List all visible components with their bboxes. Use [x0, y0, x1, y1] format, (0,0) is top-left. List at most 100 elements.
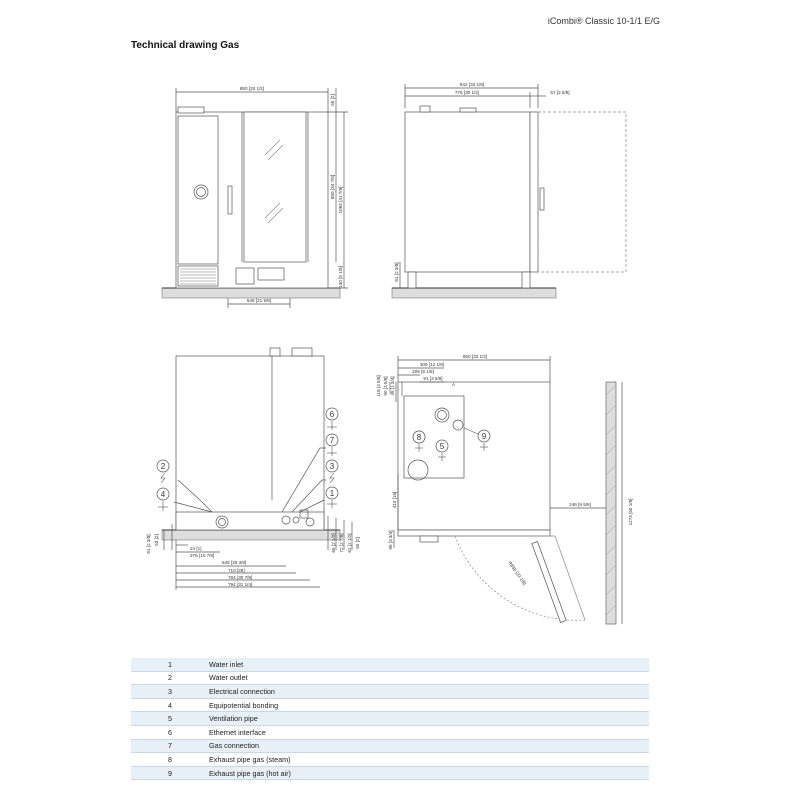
door-open-outline — [537, 111, 627, 273]
rear-large-pipe — [407, 459, 429, 481]
legend-number: 9 — [131, 766, 209, 781]
callout-9: 9 — [477, 429, 491, 443]
callout-7: 7 — [325, 433, 339, 447]
rear-dim-710: 710 [28] — [228, 568, 245, 573]
top-callouts: 8 5 9 — [412, 429, 491, 453]
side-dim-top: 842 [33 1/8] — [460, 82, 484, 87]
callout-8: 8 — [412, 430, 426, 444]
front-dim-top-right: 55 [2] — [330, 94, 335, 106]
side-dim-foot: 61 [2 3/8] — [394, 262, 399, 281]
top-dim-91: 91 [3 5/8] — [423, 376, 442, 381]
rear-water-outlet — [215, 515, 229, 529]
callout-4: 4 — [156, 487, 170, 501]
control-knob — [193, 184, 209, 200]
legend-label: Gas connection — [209, 739, 649, 754]
callout-6: 6 — [325, 407, 339, 421]
top-dim-1274: 1274 [50 1/8] — [628, 499, 633, 526]
rear-view — [161, 347, 353, 590]
legend-number: 4 — [131, 698, 209, 713]
rear-callouts: 6 7 3 1 2 4 — [156, 407, 339, 501]
wall — [605, 381, 617, 625]
top-dim-width: 850 [33 1/2] — [463, 354, 487, 359]
callout-3: 3 — [325, 459, 339, 473]
ventilation-pipe — [434, 407, 450, 423]
rear-dim-645: 645 [25 3/8] — [222, 560, 246, 565]
rear-dim-276: 276 [10 7/8] — [190, 553, 214, 558]
side-floor — [391, 287, 557, 299]
product-name: iCombi® Classic 10-1/1 E/G — [547, 16, 660, 26]
top-view — [389, 356, 623, 625]
legend-number: 5 — [131, 711, 209, 726]
door-handle — [227, 185, 233, 215]
exhaust-hot-air-icon — [480, 443, 488, 451]
callout-5: 5 — [435, 439, 449, 453]
rear-floor — [161, 529, 341, 541]
legend-label: Water outlet — [209, 671, 649, 686]
rear-callout-symbols — [158, 421, 337, 511]
top-dim-309: 309 [12 1/8] — [420, 362, 444, 367]
svg-text:8: 8 — [417, 433, 422, 442]
side-view — [391, 84, 627, 299]
svg-text:1: 1 — [330, 489, 335, 498]
rear-dim-left-b: 53 [2] — [154, 534, 159, 546]
rear-dim-784: 784 [30 7/8] — [228, 575, 252, 580]
front-floor — [161, 287, 341, 299]
side-dim-depth: 775 [30 1/2] — [455, 90, 479, 95]
rear-body — [175, 355, 325, 531]
svg-text:2: 2 — [161, 462, 166, 471]
front-dim-width: 850 [33 1/2] — [240, 86, 264, 91]
legend-number: 2 — [131, 671, 209, 686]
control-panel — [177, 115, 219, 265]
side-dim-door: 67 [2 5/8] — [550, 90, 569, 95]
legend-number: 1 — [131, 658, 209, 672]
exhaust-hot-air — [452, 419, 464, 431]
electrical-icon — [329, 472, 335, 484]
side-handle — [539, 187, 545, 211]
front-dim-height1: 880 [34 7/8] — [330, 175, 335, 199]
svg-text:9: 9 — [482, 432, 487, 441]
svg-text:6: 6 — [330, 410, 335, 419]
legend-number: 7 — [131, 739, 209, 754]
legend-label: Exhaust pipe gas (steam) — [209, 752, 649, 767]
oven-door — [243, 111, 307, 263]
svg-text:3: 3 — [330, 462, 335, 471]
water-inlet-icon — [327, 500, 337, 508]
rear-dim-left-a: 61 [2 3/8] — [146, 534, 151, 553]
open-door — [531, 541, 567, 623]
legend-label: Equipotential bonding — [209, 698, 649, 713]
front-dim-bottom-right: 130 [5 1/8] — [338, 266, 343, 288]
top-dim-118: 118 [4 5/8] — [376, 375, 381, 396]
rear-dim-right-d: 50 [2] — [355, 537, 360, 549]
legend-label: Electrical connection — [209, 684, 649, 699]
callout-1: 1 — [325, 486, 339, 500]
legend-label: Water inlet — [209, 658, 649, 672]
legend-label: Ethernet interface — [209, 725, 649, 740]
exhaust-steam-icon — [415, 444, 423, 452]
page-title: Technical drawing Gas — [131, 40, 240, 51]
legend-number: 3 — [131, 684, 209, 699]
legend-label: Exhaust pipe gas (hot air) — [209, 766, 649, 781]
front-view — [161, 88, 348, 308]
ethernet-icon — [327, 421, 337, 430]
legend-number: 6 — [131, 725, 209, 740]
top-dim-410: 410 [16] — [392, 492, 397, 509]
top-dim-206: 206 [8 1/8] — [412, 369, 434, 374]
top-dim-95: 95 [3 3/4] — [388, 530, 393, 549]
rear-dim-right-b: 72 [2 7/8] — [339, 533, 344, 552]
rear-dim-794: 794 [31 1/4] — [228, 582, 252, 587]
front-dim-height2: 1064 [41 7/8] — [338, 187, 343, 214]
equipotential-icon — [158, 501, 168, 511]
gas-icon — [327, 447, 337, 456]
legend-number: 8 — [131, 752, 209, 767]
svg-text:4: 4 — [161, 490, 166, 499]
